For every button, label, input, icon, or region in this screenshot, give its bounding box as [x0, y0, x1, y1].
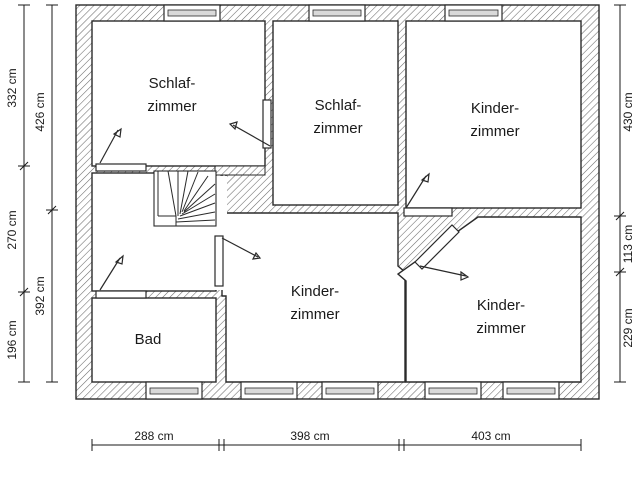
door-kinderzimmer-mid: [214, 235, 262, 287]
label-bad: Bad: [135, 331, 162, 348]
dim-left-196: 196 cm: [5, 320, 19, 359]
door-schlafzimmer-1: [95, 127, 147, 172]
dimension-bottom: 288 cm 398 cm 403 cm: [91, 429, 582, 451]
dim-left-392: 392 cm: [33, 276, 47, 315]
staircase: [153, 170, 217, 227]
window-top-2: [308, 4, 366, 22]
window-bottom-5: [502, 381, 560, 400]
room-kinderzimmer-right: [396, 216, 582, 383]
dim-bottom-403: 403 cm: [471, 429, 510, 443]
dim-left-332: 332 cm: [5, 68, 19, 107]
dim-left-426: 426 cm: [33, 92, 47, 131]
label-schlafzimmer-2: Schlaf-zimmer: [313, 97, 362, 137]
dim-bottom-288: 288 cm: [134, 429, 173, 443]
window-top-3: [444, 4, 503, 22]
label-kinderzimmer-mid: Kinder-zimmer: [290, 283, 339, 323]
label-kinderzimmer-top: Kinder-zimmer: [470, 100, 519, 140]
window-bottom-3: [321, 381, 379, 400]
dimension-left-inner: 426 cm 392 cm: [33, 4, 58, 383]
door-kinderzimmer-right: [414, 224, 470, 281]
room-kinderzimmer-top: [405, 20, 582, 209]
door-bad: [95, 254, 147, 299]
dim-bottom-398: 398 cm: [290, 429, 329, 443]
dimension-left-outer: 332 cm 270 cm 196 cm: [5, 4, 30, 383]
dim-left-270: 270 cm: [5, 210, 19, 249]
room-bad: [91, 297, 217, 383]
door-schlafzimmer-2: [228, 99, 272, 149]
schlaf-opening: [214, 165, 266, 176]
window-bottom-4: [424, 381, 482, 400]
label-schlafzimmer-1: Schlaf-zimmer: [147, 75, 196, 115]
label-kinderzimmer-right: Kinder-zimmer: [476, 297, 525, 337]
dim-right-113: 113 cm: [621, 225, 635, 263]
dim-right-229: 229 cm: [621, 308, 635, 347]
window-top-1: [163, 4, 221, 22]
window-bottom-1: [145, 381, 203, 400]
dimension-right: 430 cm 113 cm 229 cm: [614, 4, 635, 383]
room-schlafzimmer-1: [91, 20, 266, 167]
dim-right-430: 430 cm: [621, 92, 635, 131]
door-kinderzimmer-top: [403, 172, 453, 217]
window-bottom-2: [240, 381, 298, 400]
room-schlafzimmer-2: [272, 20, 399, 206]
